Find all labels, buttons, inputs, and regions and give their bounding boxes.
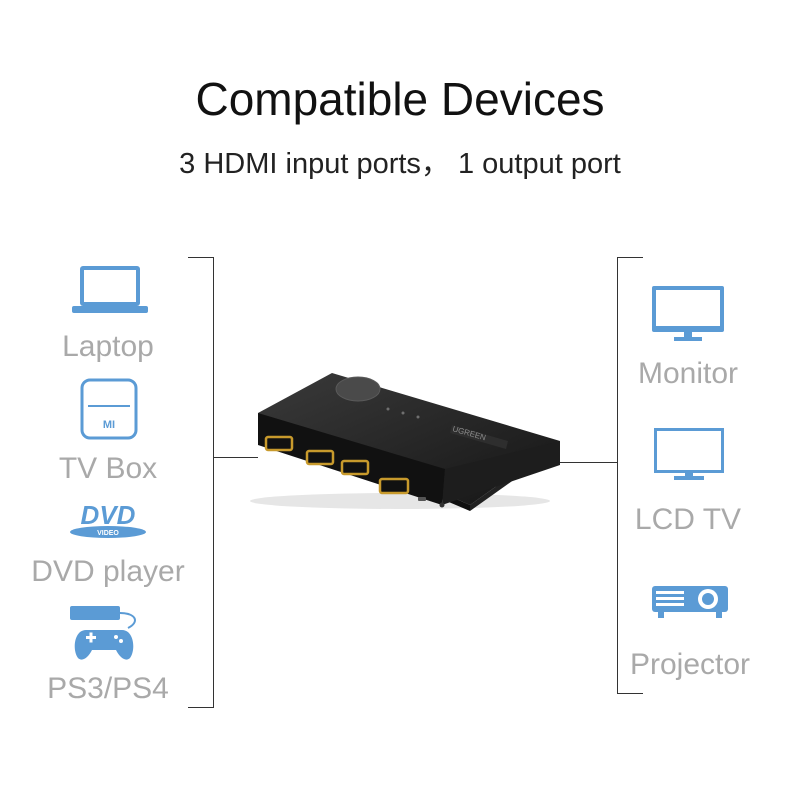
hdmi-switch-device: UGREEN [250, 373, 560, 511]
hdmi-port [340, 459, 370, 476]
input-label-dvd-player: DVD player [31, 555, 185, 588]
dvd-logo-text: DVD [81, 500, 136, 530]
page-title: Compatible Devices [195, 73, 605, 125]
monitor-icon [652, 286, 724, 341]
page-subtitle: 3 HDMI input ports， 1 output port [179, 148, 621, 180]
hdmi-port [305, 449, 335, 466]
input-label-ps3-ps4: PS3/PS4 [47, 672, 169, 705]
laptop-icon [72, 266, 148, 313]
input-label-tv-box: TV Box [58, 452, 158, 485]
input-bracket [188, 257, 214, 708]
gamepad-icon [70, 606, 136, 660]
dvd-logo-subtext: VIDEO [97, 530, 119, 537]
output-label-lcd-tv: LCD TV [634, 503, 742, 536]
ir-port [439, 502, 445, 508]
tv-box-icon: MI [80, 378, 138, 440]
hdmi-port [264, 435, 294, 452]
output-label-monitor: Monitor [637, 357, 739, 390]
output-bracket [617, 257, 643, 694]
lcd-tv-icon [654, 428, 724, 480]
input-connector-line [213, 457, 258, 458]
input-label-laptop: Laptop [62, 330, 154, 363]
projector-icon [652, 586, 728, 618]
select-button [335, 376, 381, 402]
tv-box-badge: MI [103, 419, 115, 431]
output-connector-line [560, 462, 617, 463]
output-label-projector: Projector [629, 648, 751, 681]
hdmi-port [378, 477, 410, 495]
usb-power-port [418, 497, 426, 501]
dvd-logo: DVD VIDEO [70, 500, 146, 538]
